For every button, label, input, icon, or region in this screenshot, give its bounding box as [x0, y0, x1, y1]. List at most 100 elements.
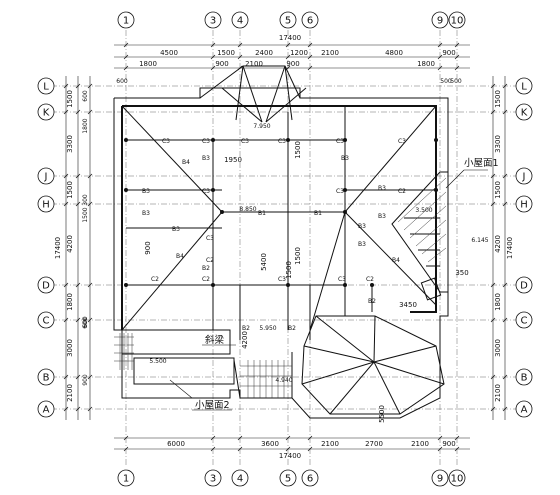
dim-top: 1500	[217, 49, 235, 57]
grid-bubble-row-J: J	[515, 167, 533, 185]
beam-label: C3	[398, 138, 406, 145]
dim-bottom: 3600	[261, 440, 279, 448]
elevation-mark: 5.500	[149, 358, 166, 365]
tick	[75, 406, 81, 412]
dim-top: 900	[442, 49, 455, 57]
member-label: B3	[142, 188, 150, 195]
beam-label: C3	[202, 188, 210, 195]
dim-total-right: 17400	[506, 237, 514, 259]
member-label: B1	[314, 210, 322, 217]
dim-top-inner: 1800	[417, 60, 435, 68]
grid-bubble-col-3: 3	[204, 469, 222, 487]
member-label: B2	[288, 325, 296, 332]
tick	[87, 317, 93, 323]
dim-total-left: 17400	[54, 237, 62, 259]
dim-top: 2100	[321, 49, 339, 57]
tick	[87, 173, 93, 179]
tick	[454, 54, 460, 60]
grid-bubble-row-B: B	[515, 368, 533, 386]
tick	[63, 173, 69, 179]
grid-bubble-label: J	[522, 172, 526, 183]
interior-dim: 1500	[294, 141, 302, 159]
tick	[285, 54, 291, 60]
dim-top-inner: 2100	[245, 60, 263, 68]
grid-bubble-label: 3	[210, 474, 216, 485]
tick	[63, 109, 69, 115]
grid-bubble-row-D: D	[37, 276, 55, 294]
grid-bubble-label: 4	[237, 16, 243, 27]
tick	[87, 374, 93, 380]
grid-bubble-col-3: 3	[204, 11, 222, 29]
tick	[75, 374, 81, 380]
dim-right-inner: 500	[440, 78, 452, 85]
tick	[237, 42, 243, 48]
grid-bubble-label: A	[43, 405, 50, 416]
tick	[237, 446, 243, 452]
dim-total-top: 17400	[279, 34, 301, 42]
dim-top: 4500	[160, 49, 178, 57]
tick	[123, 435, 129, 441]
tick	[454, 42, 460, 48]
tick	[490, 109, 496, 115]
dim-right: 2100	[494, 384, 502, 402]
grid-bubble-label: L	[521, 82, 527, 93]
elevation-mark: 3.500	[415, 207, 432, 214]
dim-right: 3000	[494, 339, 502, 357]
grid-bubble-col-9: 9	[431, 11, 449, 29]
dim-total-bottom: 17400	[279, 452, 301, 460]
grid-bubble-label: 6	[307, 16, 313, 27]
dim-left: 1500	[66, 90, 74, 108]
grid-bubble-col-9: 9	[431, 469, 449, 487]
member-label: B4	[176, 253, 184, 260]
tick	[75, 83, 81, 89]
interior-dim: 1500	[294, 247, 302, 265]
member-label: B2	[202, 265, 210, 272]
grid-bubble-row-J: J	[37, 167, 55, 185]
tick	[87, 406, 93, 412]
column-markers	[124, 138, 438, 287]
member-label: B3	[378, 213, 386, 220]
tick	[285, 446, 291, 452]
tick	[490, 83, 496, 89]
tick	[502, 282, 508, 288]
member-label: B3	[172, 226, 180, 233]
dim-right: 1500	[494, 90, 502, 108]
small-roof-2-label: 小屋面2	[195, 400, 230, 411]
tick	[502, 317, 508, 323]
roof-structure	[113, 65, 449, 419]
dim-left: 3000	[66, 339, 74, 357]
interior-dim: 5500	[378, 405, 386, 423]
grid-bubble-col-4: 4	[231, 469, 249, 487]
interior-dim: 1500	[285, 261, 293, 279]
dimension-ticks	[63, 42, 508, 452]
tick	[63, 201, 69, 207]
dim-left-inner: 600	[82, 316, 89, 328]
hatch-bottom-roof	[240, 360, 292, 398]
tick	[75, 317, 81, 323]
dim-left: 1500	[66, 181, 74, 199]
member-label: B3	[378, 185, 386, 192]
dim-left-inner: 300	[82, 194, 89, 206]
grid-bubble-label: H	[42, 200, 50, 211]
tick	[123, 65, 129, 71]
dim-top-inner: 900	[215, 60, 228, 68]
grid-bubble-col-1: 1	[117, 11, 135, 29]
tick	[87, 109, 93, 115]
member-labels: B4 B3 B3 B3 B3 B3 B3 B3 B4 B2 B2 B4 B1 B…	[142, 155, 400, 332]
grid-bubble-row-H: H	[37, 195, 55, 213]
tick	[63, 83, 69, 89]
beam-label: C3	[202, 138, 210, 145]
small-roof-1-label: 小屋面1	[464, 158, 499, 169]
roof-outline	[113, 87, 449, 419]
grid-bubble-row-A: A	[37, 400, 55, 418]
grid-bubble-row-C: C	[37, 311, 55, 329]
tick	[75, 282, 81, 288]
member-label: B3	[202, 155, 210, 162]
tick	[75, 173, 81, 179]
grid-bubble-row-L: L	[37, 77, 55, 95]
grid-bubble-label: H	[520, 200, 528, 211]
dim-left: 3300	[66, 135, 74, 153]
grid-bubble-label: C	[521, 316, 528, 327]
dim-left: 2100	[66, 384, 74, 402]
grid-bubble-label: 5	[285, 16, 291, 27]
